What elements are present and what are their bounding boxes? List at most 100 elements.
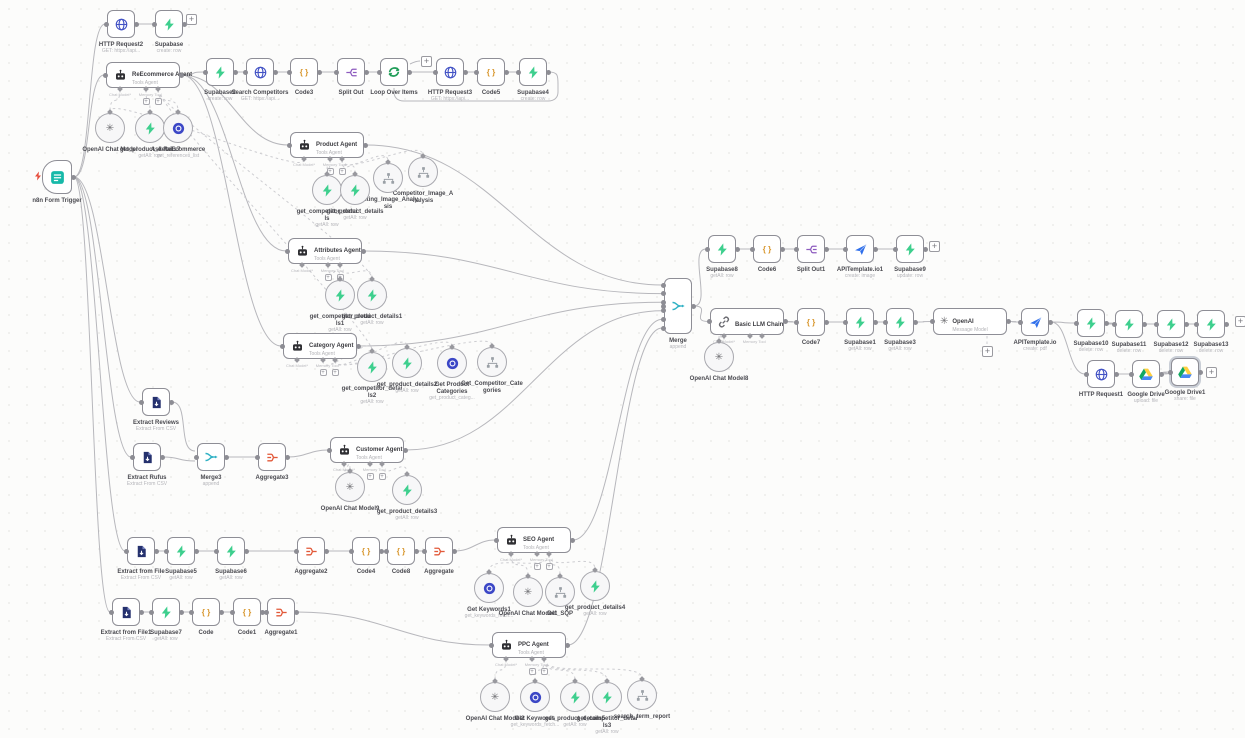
connector-dot[interactable] [193,548,199,554]
connector-dot[interactable] [360,248,366,254]
add-sub-node-button[interactable]: + [528,668,536,675]
gcd1-node[interactable] [325,280,355,310]
code5-node[interactable]: { } [477,58,505,86]
connector-dot[interactable] [882,319,888,325]
http-request1-node[interactable] [1087,360,1115,388]
connector-dot[interactable] [1047,319,1053,325]
http-request3-node[interactable] [436,58,464,86]
connector-dot[interactable] [103,21,109,27]
connector-dot[interactable] [70,174,76,180]
oai9-node[interactable]: ✳ [335,472,365,502]
aggregate-node[interactable] [425,537,453,565]
add-sub-node-button[interactable]: + [338,168,346,175]
connector-dot[interactable] [1083,371,1089,377]
add-node-button[interactable]: + [421,56,432,67]
oai2-node[interactable]: ✳ [480,682,510,712]
connector-dot[interactable] [660,299,666,305]
aggregate2-node[interactable] [297,537,325,565]
split-out1-node[interactable] [797,235,825,263]
connector-dot[interactable] [108,609,114,615]
connector-dot[interactable] [749,246,755,252]
connector-dot[interactable] [734,246,740,252]
connector-dot[interactable] [286,69,292,75]
connector-dot[interactable] [138,609,144,615]
connector-dot[interactable] [243,548,249,554]
add-node-button[interactable]: + [186,14,197,25]
connector-dot[interactable] [1167,369,1173,375]
merge3-node[interactable] [197,443,225,471]
code8-node[interactable]: { } [387,537,415,565]
add-sub-node-button[interactable]: + [324,274,332,281]
connector-dot[interactable] [1158,371,1164,377]
code-node[interactable]: { } [192,598,220,626]
extract-rufus-node[interactable] [133,443,161,471]
connector-dot[interactable] [545,69,551,75]
connector-dot[interactable] [432,69,438,75]
connector-dot[interactable] [254,454,260,460]
code3-node[interactable]: { } [290,58,318,86]
connector-dot[interactable] [133,21,139,27]
connector-dot[interactable] [1128,371,1134,377]
add-sub-node-button[interactable]: + [378,473,386,480]
connector-dot[interactable] [326,447,332,453]
supabase-a-node[interactable] [155,10,183,38]
connector-dot[interactable] [1017,319,1023,325]
connector-dot[interactable] [690,303,696,309]
gdrive-node[interactable] [1132,360,1160,388]
connector-dot[interactable] [193,454,199,460]
connector-dot[interactable] [782,319,788,324]
connector-dot[interactable] [323,548,329,554]
oai-cm-node[interactable]: ✳ [95,113,125,143]
connector-dot[interactable] [363,69,369,75]
supabase4-node[interactable] [519,58,547,86]
connector-dot[interactable] [232,69,238,75]
aggregate1-node[interactable] [267,598,295,626]
loop-node[interactable] [380,58,408,86]
supabase7-node[interactable] [152,598,180,626]
supabase1-node[interactable] [846,308,874,336]
listing-img-node[interactable] [373,163,403,193]
connector-dot[interactable] [1223,321,1229,327]
gpd-node[interactable] [340,175,370,205]
connector-dot[interactable] [202,69,208,75]
connector-dot[interactable] [872,319,878,325]
connector-dot[interactable] [138,399,144,405]
trigger-node[interactable] [35,160,72,194]
connector-dot[interactable] [1193,321,1199,327]
connector-dot[interactable] [181,21,187,27]
connector-dot[interactable] [213,548,219,554]
connector-dot[interactable] [569,537,575,543]
competitor-img-node[interactable] [408,157,438,187]
connector-dot[interactable] [293,609,299,615]
oai1-node[interactable]: ✳ [513,577,543,607]
connector-dot[interactable] [413,548,419,554]
connector-dot[interactable] [151,21,157,27]
connector-dot[interactable] [168,399,174,405]
gcd-node[interactable] [312,175,342,205]
connector-dot[interactable] [1141,321,1147,327]
connector-dot[interactable] [242,69,248,75]
gcd3-node[interactable] [592,682,622,712]
connector-dot[interactable] [102,72,108,78]
supabase6-node[interactable] [217,537,245,565]
add-sub-node-button[interactable]: + [545,563,553,570]
gpd7-node[interactable] [135,113,165,143]
str-node[interactable] [627,680,657,710]
get-keywords-node[interactable] [520,682,550,712]
connector-dot[interactable] [1111,321,1117,327]
connector-dot[interactable] [1103,320,1109,326]
connector-dot[interactable] [348,548,354,554]
get-product-categories-node[interactable] [437,348,467,378]
add-node-button[interactable]: + [1206,367,1217,378]
gpd4-node[interactable] [580,571,610,601]
connector-dot[interactable] [178,609,184,615]
connector-dot[interactable] [163,548,169,554]
get-keywords1-node[interactable] [474,573,504,603]
apitemplate1-node[interactable] [846,235,874,263]
add-sub-node-button[interactable]: + [142,98,150,105]
connector-dot[interactable] [279,343,285,349]
connector-dot[interactable] [223,454,229,460]
